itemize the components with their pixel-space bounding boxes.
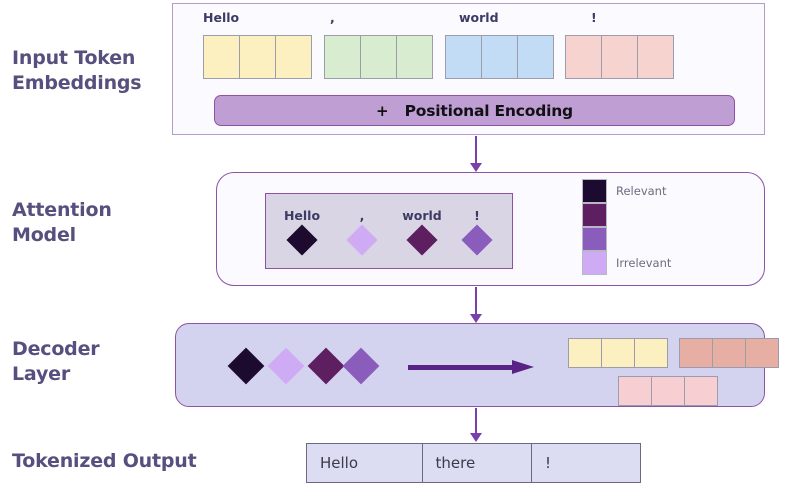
decoder-output-cell: [684, 376, 718, 406]
embedding-cell: [565, 35, 602, 79]
input-token-label-world: world: [459, 10, 499, 25]
attention-diamond-icon: [286, 224, 318, 256]
embedding-cells-hello: [203, 35, 312, 79]
input-token-embeddings-panel: Hello , world !: [172, 3, 765, 135]
embedding-cell: [324, 35, 361, 79]
legend-swatch-2: [582, 203, 607, 227]
attention-token-label: ,: [359, 208, 365, 223]
attention-token-hello: Hello: [272, 208, 332, 256]
embedding-cell: [445, 35, 482, 79]
input-token-group-exclamation: !: [565, 10, 674, 79]
right-arrow-icon: [408, 360, 536, 374]
decoder-output-group-yellow: [568, 338, 668, 368]
legend-swatch-irrelevant: [582, 251, 607, 275]
decoder-diamond-icon: [307, 347, 345, 385]
decoder-output-cell: [745, 338, 779, 368]
decoder-output-cell: [651, 376, 685, 406]
input-token-group-hello: Hello: [203, 10, 312, 79]
section-label-attention-model: Attention Model: [12, 199, 112, 246]
section-label-tokenized-output: Tokenized Output: [12, 450, 197, 472]
arrow-attention-to-decoder: [470, 287, 482, 323]
decoder-output-cell: [601, 338, 635, 368]
attention-token-world: world: [392, 208, 452, 256]
decoder-diamond-icon: [342, 347, 380, 385]
legend-label-irrelevant: Irrelevant: [616, 256, 672, 270]
decoder-output-group-salmon: [679, 338, 779, 368]
embedding-cell: [481, 35, 518, 79]
embedding-cell: [360, 35, 397, 79]
arrow-head-icon: [470, 163, 482, 172]
section-label-input-token-embeddings: Input Token Embeddings: [12, 47, 142, 94]
attention-model-panel: Hello , world ! Relevant Irrelevant: [216, 172, 765, 286]
decoder-diamond-icon: [227, 347, 265, 385]
embedding-cell: [239, 35, 276, 79]
positional-encoding-bar: + Positional Encoding: [214, 95, 735, 126]
embedding-cell: [637, 35, 674, 79]
arrow-head-icon: [470, 433, 482, 442]
arrow-head-icon: [470, 314, 482, 323]
arrow-shaft: [475, 408, 477, 434]
decoder-output-group-rose: [618, 376, 718, 406]
decoder-output-cell: [634, 338, 668, 368]
arrow-shaft: [408, 365, 514, 370]
decoder-output-cell: [568, 338, 602, 368]
input-token-label-hello: Hello: [203, 10, 240, 25]
attention-diamond-icon: [346, 224, 378, 256]
embedding-cell: [396, 35, 433, 79]
arrow-input-to-attention: [470, 136, 482, 172]
attention-matrix: Hello , world !: [265, 193, 513, 269]
output-token-cell: there: [421, 443, 533, 483]
decoder-output-cell: [679, 338, 713, 368]
input-token-label-comma: ,: [330, 10, 335, 25]
input-token-label-exclamation: !: [591, 10, 597, 25]
arrow-decoder-to-output: [470, 408, 482, 444]
embedding-cells-world: [445, 35, 554, 79]
arrow-shaft: [475, 287, 477, 315]
attention-token-label: world: [402, 208, 442, 223]
attention-token-label: Hello: [283, 208, 321, 223]
legend-swatch-relevant: [582, 179, 607, 203]
embedding-cell: [203, 35, 240, 79]
plus-icon: +: [376, 101, 389, 120]
output-token-cell: Hello: [306, 443, 423, 483]
attention-token-label: !: [474, 208, 480, 223]
positional-encoding-label: Positional Encoding: [404, 101, 574, 120]
embedding-cell: [275, 35, 312, 79]
embedding-cells-exclamation: [565, 35, 674, 79]
output-token-cell: !: [531, 443, 641, 483]
decoder-layer-panel: [175, 323, 779, 407]
embedding-cell: [517, 35, 554, 79]
input-token-group-comma: ,: [324, 10, 433, 79]
decoder-output-cell: [712, 338, 746, 368]
legend-label-relevant: Relevant: [616, 184, 667, 198]
attention-diamond-icon: [461, 224, 493, 256]
input-token-group-world: world: [445, 10, 554, 79]
decoder-diamond-icon: [267, 347, 305, 385]
attention-token-exclamation: !: [447, 208, 507, 256]
section-label-decoder-layer: Decoder Layer: [12, 338, 100, 385]
embedding-cell: [601, 35, 638, 79]
decoder-output-cell: [618, 376, 652, 406]
relevance-legend: Relevant Irrelevant: [582, 179, 732, 279]
tokenized-output-table: Hello there !: [306, 443, 641, 483]
embedding-cells-comma: [324, 35, 433, 79]
attention-token-comma: ,: [332, 208, 392, 256]
arrow-head: [512, 360, 534, 374]
arrow-shaft: [475, 136, 477, 164]
attention-diamond-icon: [406, 224, 438, 256]
legend-swatch-3: [582, 227, 607, 251]
